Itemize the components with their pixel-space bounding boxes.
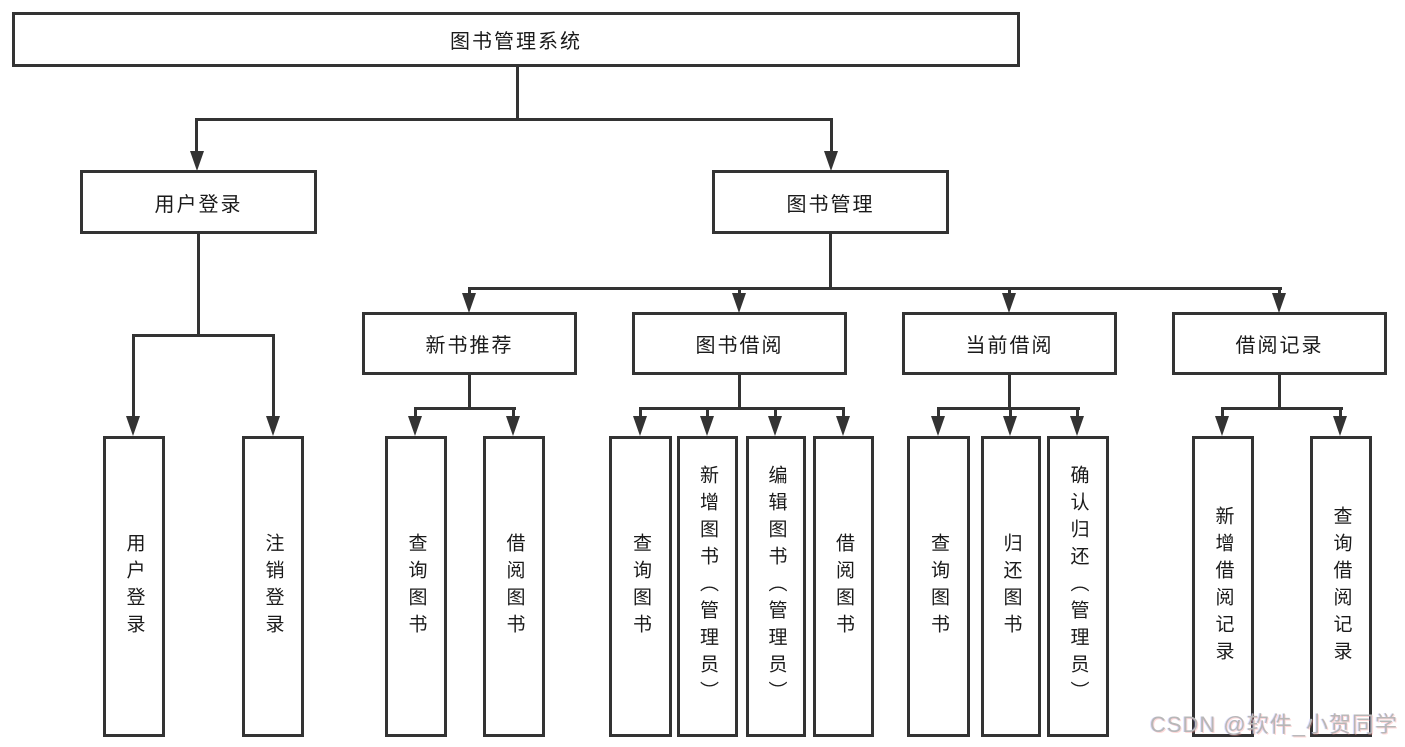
connector-leaf-drop: [512, 407, 515, 418]
connector-root-stem: [516, 67, 519, 120]
arrow-down-icon: [506, 416, 520, 436]
leaf-query-books-borrowing: 查询图书: [609, 436, 672, 737]
node-book-management: 图书管理: [712, 170, 949, 234]
leaf-user-login-label: 用户登录: [123, 532, 145, 641]
connector-level3-drop: [1278, 287, 1281, 297]
arrow-down-icon: [768, 416, 782, 436]
connector-group-rail: [414, 407, 516, 410]
connector-group-stem: [1278, 374, 1281, 410]
connector-group-stem: [1008, 374, 1011, 410]
node-borrowing-records: 借阅记录: [1172, 312, 1387, 375]
connector-book-mgmt-stem: [829, 233, 832, 290]
connector-group-rail: [639, 407, 845, 410]
connector-leaf-drop: [414, 407, 417, 418]
leaf-query-books-borrowing-label: 查询图书: [630, 532, 651, 641]
arrow-down-icon: [1215, 416, 1229, 436]
connector-leaf-drop: [639, 407, 642, 418]
node-current-borrowing: 当前借阅: [902, 312, 1117, 375]
leaf-add-borrow-record: 新增借阅记录: [1192, 436, 1254, 737]
node-library-system: 图书管理系统: [12, 12, 1020, 67]
leaf-logout: 注销登录: [242, 436, 304, 737]
connector-book-mgmt-drop: [830, 118, 833, 152]
connector-user-login-drop: [195, 118, 198, 152]
arrow-down-icon: [824, 151, 838, 171]
arrow-down-icon: [266, 416, 280, 436]
leaf-confirm-return-admin-label: 确认归还（管理员）: [1067, 465, 1089, 708]
arrow-down-icon: [1002, 293, 1016, 313]
node-borrowing-records-label: 借阅记录: [1235, 335, 1324, 357]
arrow-down-icon: [1070, 416, 1084, 436]
connector-level3-drop: [468, 287, 471, 297]
leaf-edit-book-admin-label: 编辑图书（管理员）: [765, 465, 787, 708]
arrow-down-icon: [1333, 416, 1347, 436]
leaf-add-borrow-record-label: 新增借阅记录: [1212, 505, 1234, 668]
connector-leaf-drop: [1339, 407, 1342, 418]
connector-level3-drop: [1008, 287, 1011, 297]
leaf-query-books-current-label: 查询图书: [928, 532, 949, 641]
leaf-query-books-current: 查询图书: [907, 436, 970, 737]
connector-user-login-stem: [197, 233, 200, 336]
leaf-confirm-return-admin: 确认归还（管理员）: [1047, 436, 1109, 737]
leaf-query-books-recommend-label: 查询图书: [405, 532, 427, 641]
connector-leaf-drop: [774, 407, 777, 418]
connector-leaf-drop: [842, 407, 845, 418]
node-book-borrowing: 图书借阅: [632, 312, 847, 375]
connector-group-stem: [468, 374, 471, 410]
connector-level2-rail: [195, 118, 833, 121]
leaf-query-borrow-record-label: 查询借阅记录: [1330, 505, 1352, 668]
node-new-book-recommendation: 新书推荐: [362, 312, 577, 375]
node-new-book-recommendation-label: 新书推荐: [425, 335, 514, 357]
node-user-login: 用户登录: [80, 170, 317, 234]
connector-leaf-drop: [937, 407, 940, 418]
node-book-management-label: 图书管理: [786, 193, 875, 216]
arrow-down-icon: [700, 416, 714, 436]
leaf-borrow-books-recommend-label: 借阅图书: [503, 532, 525, 641]
arrow-down-icon: [190, 151, 204, 171]
leaf-query-books-recommend: 查询图书: [385, 436, 447, 737]
leaf-return-books-label: 归还图书: [1000, 532, 1022, 641]
leaf-edit-book-admin: 编辑图书（管理员）: [746, 436, 806, 737]
arrow-down-icon: [1272, 293, 1286, 313]
leaf-logout-label: 注销登录: [262, 532, 284, 641]
leaf-return-books: 归还图书: [981, 436, 1041, 737]
node-current-borrowing-label: 当前借阅: [965, 335, 1054, 357]
connector-group-rail: [937, 407, 1080, 410]
connector-leaf-drop: [706, 407, 709, 418]
arrow-down-icon: [836, 416, 850, 436]
leaf-query-borrow-record: 查询借阅记录: [1310, 436, 1372, 737]
leaf-user-login: 用户登录: [103, 436, 165, 737]
node-book-borrowing-label: 图书借阅: [695, 335, 784, 357]
connector-level3-rail: [468, 287, 1282, 290]
connector-leaf-drop: [1009, 407, 1012, 418]
node-user-login-label: 用户登录: [154, 193, 243, 216]
leaf-borrow-books-borrowing-label: 借阅图书: [833, 532, 854, 641]
connector-user-login-rail: [132, 334, 275, 337]
leaf-borrow-books-borrowing: 借阅图书: [813, 436, 874, 737]
leaf-add-book-admin: 新增图书（管理员）: [677, 436, 738, 737]
leaf-add-book-admin-label: 新增图书（管理员）: [697, 465, 718, 708]
node-library-system-label: 图书管理系统: [450, 31, 582, 53]
arrow-down-icon: [462, 293, 476, 313]
connector-leaf-drop: [1221, 407, 1224, 418]
arrow-down-icon: [408, 416, 422, 436]
connector-group-rail: [1221, 407, 1343, 410]
arrow-down-icon: [931, 416, 945, 436]
arrow-down-icon: [633, 416, 647, 436]
arrow-down-icon: [126, 416, 140, 436]
arrow-down-icon: [732, 293, 746, 313]
connector-level3-drop: [738, 287, 741, 297]
csdn-watermark: CSDN @软件_小贺同学: [1149, 712, 1398, 737]
leaf-borrow-books-recommend: 借阅图书: [483, 436, 545, 737]
connector-group-stem: [738, 374, 741, 410]
connector-leaf-drop: [132, 334, 135, 417]
arrow-down-icon: [1003, 416, 1017, 436]
connector-leaf-drop: [1076, 407, 1079, 418]
connector-leaf-drop: [272, 334, 275, 417]
